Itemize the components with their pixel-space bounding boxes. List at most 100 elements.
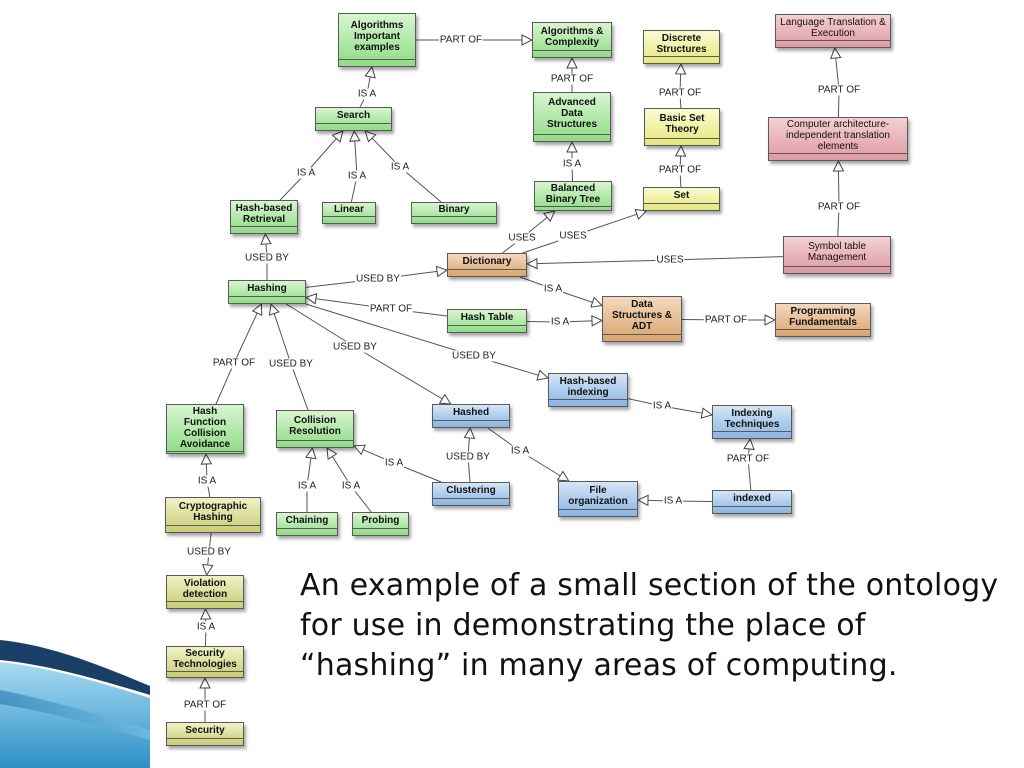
node-security-technologies: Security Technologies [166,646,244,678]
node-divider [229,296,305,303]
node-divider [339,59,415,66]
node-divider [549,399,627,406]
edge-label: PART OF [816,201,862,213]
node-chaining: Chaining [276,512,338,536]
node-label: Balanced Binary Tree [545,183,601,205]
node-data-structures-adt: Data Structures & ADT [602,296,682,342]
edge-label: PART OF [211,357,257,369]
node-divider [534,134,610,141]
node-divider [559,509,637,516]
node-label: Hash-based indexing [559,375,617,398]
accent-wave-stripe [0,690,150,740]
edge-label: PART OF [657,87,703,99]
edge-label: PART OF [725,453,771,465]
node-divider [448,325,526,332]
node-divider [277,528,337,535]
node-label: Binary [438,204,470,215]
node-divider [316,123,391,130]
edge-label: USED BY [186,546,232,558]
node-label: Basic Set Theory [659,112,705,135]
edge-label: PART OF [368,303,414,315]
node-indexed: indexed [712,490,792,514]
node-programming-fundamentals: Programming Fundamentals [775,303,871,337]
node-divider [167,451,243,458]
edge-label: IS A [542,283,564,295]
node-label: Computer architecture- independent trans… [786,119,890,152]
edge-label: IS A [549,316,571,328]
node-basic-set-theory: Basic Set Theory [644,108,720,146]
edge-label: USES [655,254,685,266]
node-advanced-data-structures: Advanced Data Structures [533,92,611,142]
node-hash-based-indexing: Hash-based indexing [548,373,628,407]
node-divider [535,206,611,213]
edge-label: PART OF [703,314,749,326]
edge-label: IS A [356,88,378,100]
edge-label: IS A [509,445,531,457]
node-label: Clustering [446,485,496,496]
node-label: File organization [568,484,628,507]
node-divider [231,226,297,233]
node-computer-architecture: Computer architecture- independent trans… [768,117,908,161]
edge-label: PART OF [182,699,228,711]
node-file-organization: File organization [558,481,638,517]
node-divider [713,506,791,513]
edge-label: IS A [346,170,368,182]
edge-label: PART OF [657,164,703,176]
accent-wave-upper [0,640,150,695]
node-divider [533,50,611,57]
edge-label: IS A [662,495,684,507]
node-algorithms-important-examples: Algorithms Important examples [338,13,416,67]
edge-label: USED BY [268,358,314,370]
node-divider [353,528,408,535]
node-label: indexed [733,493,771,504]
node-label: Symbol table Management [807,240,867,263]
node-divider [644,203,719,210]
node-label: Algorithms & Complexity [540,25,604,48]
edge-label: IS A [651,400,673,412]
node-label: Discrete Structures [656,32,707,55]
node-label: Hash Table [460,312,514,323]
edge-label: PART OF [549,73,595,85]
node-security: Security [166,722,244,746]
node-label: Advanced Data Structures [546,97,597,130]
node-divider [603,334,681,341]
edge-label: IS A [383,457,405,469]
node-divider [166,525,260,532]
node-discrete-structures: Discrete Structures [643,30,720,64]
node-divider [412,216,496,223]
node-hash-based-retrieval: Hash-based Retrieval [230,200,298,234]
edge-label: USES [558,230,588,242]
node-label: Hash-based Retrieval [235,202,293,225]
node-symbol-table-management: Symbol table Management [783,236,891,274]
node-label: Search [336,110,371,121]
node-divider [323,216,375,223]
node-balanced-binary-tree: Balanced Binary Tree [534,181,612,211]
node-divider [769,153,907,160]
node-label: Dictionary [462,256,512,267]
node-dictionary: Dictionary [447,253,527,277]
node-hashed: Hashed [432,404,510,428]
edge-label: PART OF [816,84,862,96]
node-label: Data Structures & ADT [611,299,672,332]
edge-label: IS A [195,621,217,633]
node-divider [167,738,243,745]
node-divider [433,420,509,427]
edge-label: PART OF [438,34,484,46]
node-label: Language Translation & Execution [780,16,886,39]
edge-label: USED BY [332,341,378,353]
node-violation-detection: Violation detection [166,575,244,609]
node-label: Cryptographic Hashing [178,500,248,523]
node-search: Search [315,107,392,131]
node-divider [713,431,791,438]
edge-label: USED BY [355,273,401,285]
node-divider [776,40,890,47]
node-indexing-techniques: Indexing Techniques [712,405,792,439]
node-language-translation: Language Translation & Execution [775,14,891,48]
node-divider [433,498,509,505]
node-label: Algorithms Important examples [350,20,404,53]
edge-label: IS A [296,480,318,492]
node-probing: Probing [352,512,409,536]
edge-label: IS A [561,158,583,170]
node-divider [167,601,243,608]
node-divider [448,269,526,276]
